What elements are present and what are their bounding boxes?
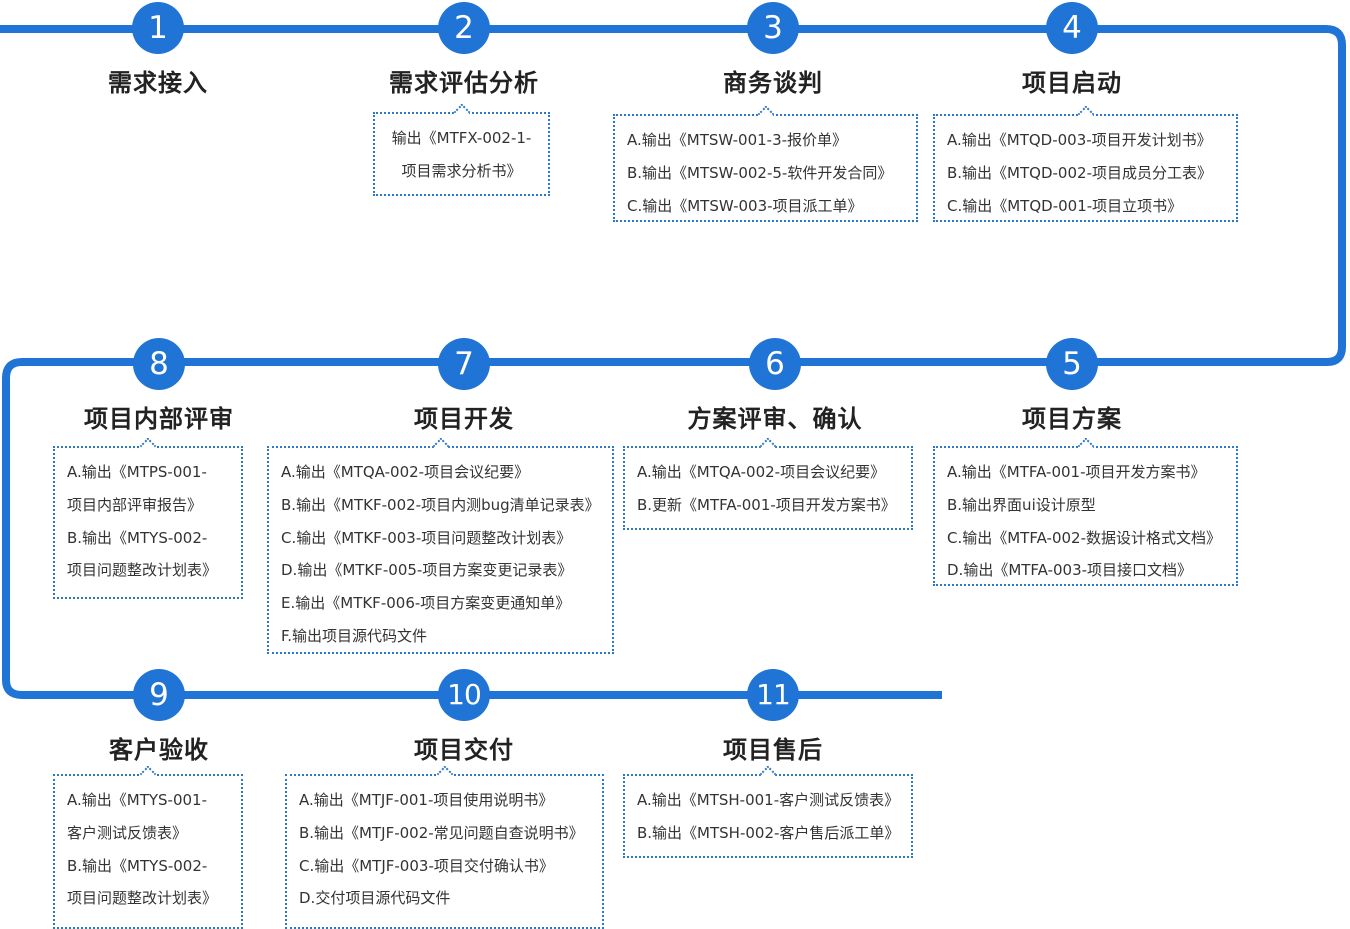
output-item: B.输出《MTQD-002-项目成员分工表》 — [947, 163, 1212, 182]
step-number-badge: 10 — [438, 669, 490, 721]
step-number-badge: 11 — [747, 669, 799, 721]
output-item: 输出《MTFX-002-1- — [391, 129, 532, 147]
output-item: 项目需求分析书》 — [401, 161, 522, 180]
stage-3: 3 商务谈判 — [613, 2, 933, 98]
step-number-badge: 8 — [133, 338, 185, 390]
stage-4-outputs: A.输出《MTQD-003-项目开发计划书》 B.输出《MTQD-002-项目成… — [933, 114, 1238, 222]
stage-title: 方案评审、确认 — [687, 405, 863, 433]
stage-3-outputs: A.输出《MTSW-001-3-报价单》 B.输出《MTSW-002-5-软件开… — [613, 114, 918, 222]
step-number-badge: 9 — [133, 669, 185, 721]
stage-5: 5 项目方案 — [912, 338, 1232, 434]
step-number-badge: 5 — [1046, 338, 1098, 390]
output-item: D.交付项目源代码文件 — [299, 889, 451, 908]
output-item: 客户测试反馈表》 — [67, 823, 188, 842]
output-item: A.输出《MTFA-001-项目开发方案书》 — [947, 463, 1206, 481]
output-item: A.输出《MTQA-002-项目会议纪要》 — [637, 463, 886, 481]
stage-title: 需求评估分析 — [389, 69, 539, 97]
output-item: A.输出《MTSH-001-客户测试反馈表》 — [637, 791, 900, 809]
step-number-badge: 1 — [132, 2, 184, 54]
stage-title: 客户验收 — [109, 736, 209, 764]
stage-10-outputs: A.输出《MTJF-001-项目使用说明书》 B.输出《MTJF-002-常见问… — [285, 774, 604, 929]
step-number-badge: 6 — [749, 338, 801, 390]
stage-5-outputs: A.输出《MTFA-001-项目开发方案书》 B.输出界面ui设计原型 C.输出… — [933, 446, 1238, 586]
stage-2-outputs: 输出《MTFX-002-1- 项目需求分析书》 — [373, 112, 550, 196]
stage-6: 6 方案评审、确认 — [615, 338, 935, 434]
output-item: E.输出《MTKF-006-项目方案变更通知单》 — [281, 594, 571, 613]
output-item: 项目内部评审报告》 — [67, 495, 203, 514]
stage-8: 8 项目内部评审 — [0, 338, 319, 434]
stage-6-outputs: A.输出《MTQA-002-项目会议纪要》 B.更新《MTFA-001-项目开发… — [623, 446, 913, 530]
stage-7: 7 项目开发 — [304, 338, 624, 434]
output-item: C.输出《MTQD-001-项目立项书》 — [947, 196, 1183, 215]
output-item: A.输出《MTPS-001- — [67, 463, 207, 481]
stage-title: 项目售后 — [723, 736, 823, 764]
stage-11-outputs: A.输出《MTSH-001-客户测试反馈表》 B.输出《MTSH-002-客户售… — [623, 774, 913, 858]
output-item: A.输出《MTQA-002-项目会议纪要》 — [281, 463, 530, 481]
output-item: B.输出《MTSH-002-客户售后派工单》 — [637, 823, 900, 842]
output-item: C.输出《MTFA-002-数据设计格式文档》 — [947, 528, 1221, 547]
output-item: B.输出《MTSW-002-5-软件开发合同》 — [627, 163, 893, 182]
stage-title: 项目交付 — [414, 736, 514, 764]
output-item: F.输出项目源代码文件 — [281, 626, 427, 645]
output-item: A.输出《MTJF-001-项目使用说明书》 — [299, 791, 554, 809]
output-item: B.输出《MTYS-002- — [67, 856, 208, 875]
output-item: B.输出《MTKF-002-项目内测bug清单记录表》 — [281, 495, 600, 514]
output-item: A.输出《MTSW-001-3-报价单》 — [627, 131, 848, 149]
output-item: D.输出《MTKF-005-项目方案变更记录表》 — [281, 561, 573, 580]
stage-title: 项目方案 — [1022, 405, 1122, 433]
stage-title: 项目开发 — [414, 405, 514, 433]
stage-10: 10 项目交付 — [304, 669, 624, 765]
stage-7-outputs: A.输出《MTQA-002-项目会议纪要》 B.输出《MTKF-002-项目内测… — [267, 446, 614, 654]
stage-title: 项目内部评审 — [84, 405, 234, 433]
stage-2: 2 需求评估分析 — [304, 2, 624, 98]
stage-title: 商务谈判 — [723, 69, 823, 97]
stage-9: 9 客户验收 — [0, 669, 319, 765]
step-number-badge: 7 — [438, 338, 490, 390]
step-number-badge: 2 — [438, 2, 490, 54]
output-item: A.输出《MTQD-003-项目开发计划书》 — [947, 131, 1212, 149]
output-item: 项目问题整改计划表》 — [67, 561, 218, 580]
output-item: B.更新《MTFA-001-项目开发方案书》 — [637, 495, 896, 514]
step-number-badge: 4 — [1046, 2, 1098, 54]
stage-8-outputs: A.输出《MTPS-001- 项目内部评审报告》 B.输出《MTYS-002- … — [53, 446, 243, 599]
stage-title: 项目启动 — [1022, 69, 1122, 97]
stage-9-outputs: A.输出《MTYS-001- 客户测试反馈表》 B.输出《MTYS-002- 项… — [53, 774, 243, 929]
stage-4: 4 项目启动 — [912, 2, 1232, 98]
stage-1: 1 需求接入 — [0, 2, 318, 98]
output-item: B.输出《MTJF-002-常见问题自查说明书》 — [299, 823, 584, 842]
output-item: 项目问题整改计划表》 — [67, 889, 218, 908]
output-item: B.输出《MTYS-002- — [67, 528, 208, 547]
output-item: C.输出《MTJF-003-项目交付确认书》 — [299, 856, 554, 875]
output-item: C.输出《MTSW-003-项目派工单》 — [627, 196, 863, 215]
output-item: A.输出《MTYS-001- — [67, 791, 208, 809]
stage-11: 11 项目售后 — [613, 669, 933, 765]
stage-title: 需求接入 — [108, 69, 208, 97]
output-item: C.输出《MTKF-003-项目问题整改计划表》 — [281, 528, 572, 547]
output-item: B.输出界面ui设计原型 — [947, 495, 1096, 514]
step-number-badge: 3 — [747, 2, 799, 54]
output-item: D.输出《MTFA-003-项目接口文档》 — [947, 561, 1193, 580]
